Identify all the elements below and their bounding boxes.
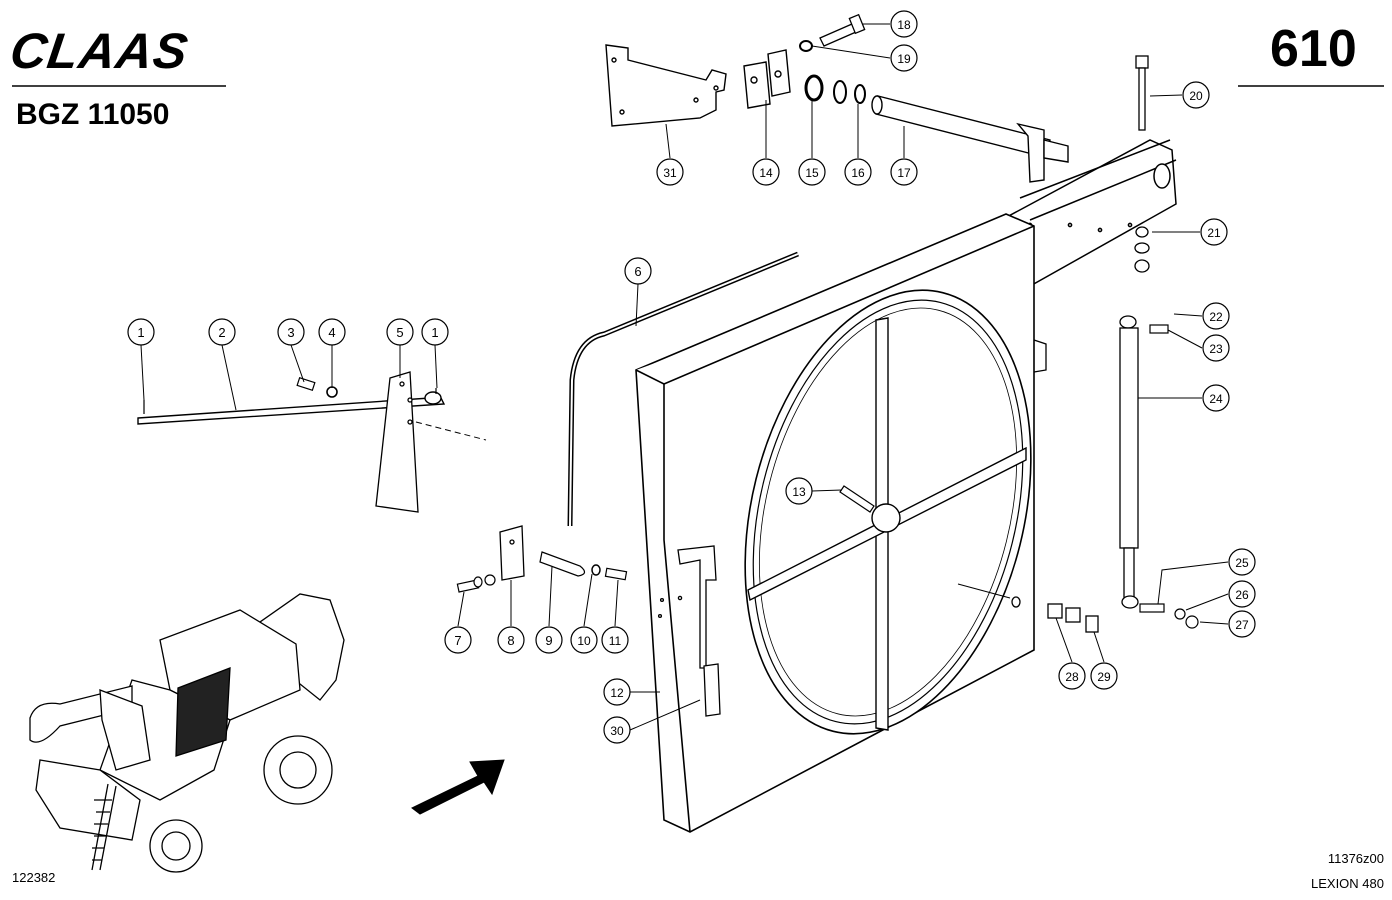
washer-part-10 [591,564,601,576]
circlip-part [854,84,866,104]
ring-part-16 [833,80,847,104]
bolt-part-7 [456,574,496,593]
seal-strip-30 [703,663,721,717]
bolt-part-20 [1135,55,1149,131]
callout-label: 1 [431,325,438,340]
callout-circles [127,10,1256,744]
callout-label: 18 [897,18,911,32]
page-number: 610 [1270,20,1357,78]
callout-label: 8 [507,633,514,648]
leader-lines [140,23,1229,731]
callout-label: 31 [663,166,677,180]
callout-label: 6 [634,264,641,279]
callout-label: 26 [1235,588,1249,602]
callout-label: 17 [897,166,911,180]
bolt-part-25 [1139,603,1199,629]
bushing-parts [1011,596,1099,633]
callout-label: 9 [545,633,552,648]
frame-bracket [1033,339,1047,373]
callout-label: 2 [218,325,225,340]
footer-right-code: 11376z00 [1328,851,1384,866]
callout-label: 29 [1097,670,1111,684]
callout-label: 3 [287,325,294,340]
lever-part-5 [375,371,419,513]
shaft-part [871,95,1069,183]
screw-part-3 [296,376,316,392]
bolt-part-18 [819,13,866,47]
callout-label: 11 [609,634,622,648]
callout-label: 27 [1235,618,1249,632]
callout-label: 28 [1065,670,1079,684]
fan-cross [747,317,1027,731]
callout-label: 1 [137,325,144,340]
airflow-arrow [411,759,505,815]
screw-part-11 [604,567,628,581]
washer-part-19 [799,40,813,52]
combine-harvester-illustration [29,593,345,873]
callout-label: 23 [1209,342,1223,356]
washer-part-4 [326,386,338,398]
callout-label: 13 [792,485,806,499]
footer-model: LEXION 480 [1311,876,1384,891]
callout-label: 22 [1209,310,1223,324]
gas-spring [1119,315,1139,609]
footer-left-code: 122382 [12,870,55,885]
callout-label: 10 [577,634,591,648]
bracket-part [605,44,727,127]
centerline-link [415,421,487,441]
callout-label: 24 [1209,392,1223,406]
callout-label: 21 [1207,226,1221,240]
clamp-part [743,49,791,109]
seal-strip-6-inner [569,253,799,527]
callout-label: 30 [610,724,624,738]
linkage-rod [137,391,446,425]
bolt-part-23 [1149,324,1169,334]
fan-ring-inner-2 [758,307,1018,717]
callout-label: 5 [396,325,403,340]
brand-logo: CLAAS [7,23,192,79]
callout-label: 20 [1189,89,1203,103]
pin-part-9 [539,551,586,577]
plate-part-8 [499,525,525,581]
nut-washer-stack [1134,226,1150,273]
ring-part-15 [804,74,824,102]
fan-ring-inner [752,299,1024,725]
callout-label: 12 [610,686,624,700]
callout-numbers: 1 2 3 4 5 1 6 7 8 9 10 11 12 13 14 15 16… [137,18,1249,738]
callout-label: 14 [759,166,773,180]
callout-label: 7 [454,633,461,648]
group-code: BGZ 11050 [16,98,169,131]
callout-label: 19 [897,52,911,66]
callout-label: 25 [1235,556,1249,570]
callout-label: 4 [328,325,335,340]
callout-label: 15 [805,166,819,180]
callout-label: 16 [851,166,865,180]
